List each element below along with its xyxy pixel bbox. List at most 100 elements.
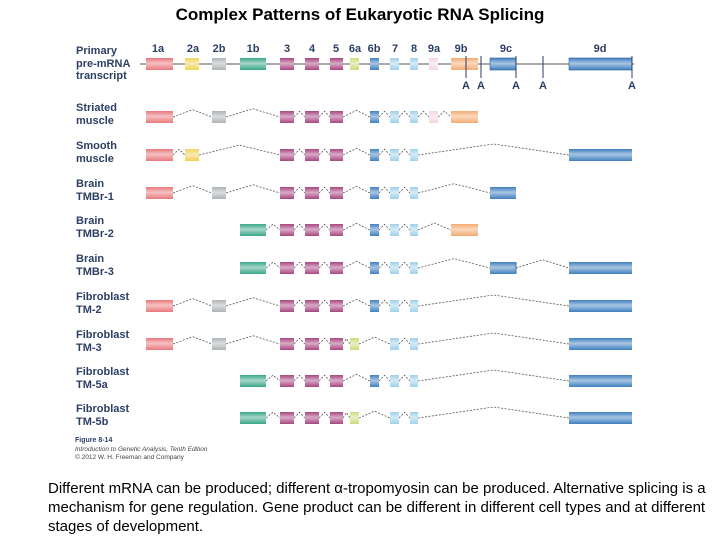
exon-6b-row-4 bbox=[370, 224, 379, 236]
exon-3-row-3 bbox=[280, 187, 294, 199]
row-label: Brain TMBr-1 bbox=[76, 178, 114, 203]
splice-junction bbox=[417, 332, 570, 345]
exon-1a-row-2 bbox=[146, 149, 173, 161]
exon-label-9b: 9b bbox=[455, 43, 468, 55]
splice-junction bbox=[172, 185, 213, 194]
exon-1b-row-4 bbox=[240, 224, 266, 236]
splice-junction bbox=[398, 186, 411, 194]
splice-junction bbox=[265, 411, 281, 419]
exon-5-row-7 bbox=[330, 338, 343, 350]
splice-junction bbox=[225, 108, 281, 118]
exon-1b-row-5 bbox=[240, 262, 266, 274]
exon-label-9a: 9a bbox=[428, 43, 441, 55]
exon-8-row-6 bbox=[410, 300, 418, 312]
splice-junction bbox=[342, 260, 371, 269]
splice-junction bbox=[342, 298, 371, 307]
splice-junction bbox=[398, 223, 411, 231]
exon-6b-row-6 bbox=[370, 300, 379, 312]
splice-junction bbox=[198, 144, 281, 156]
splice-junction bbox=[515, 259, 570, 269]
splice-junction bbox=[318, 148, 331, 156]
splice-junction bbox=[318, 186, 331, 194]
exon-8-row-7 bbox=[410, 338, 418, 350]
splice-junction bbox=[378, 223, 391, 231]
splice-junction bbox=[417, 143, 570, 156]
exon-7-row-7 bbox=[390, 338, 399, 350]
splice-junction bbox=[437, 110, 452, 118]
exon-8-row-9 bbox=[410, 412, 418, 424]
exon-4-row-5 bbox=[305, 262, 319, 274]
exon-9b-row-1 bbox=[451, 111, 478, 123]
exon-1a-row-3 bbox=[146, 187, 173, 199]
splice-junction bbox=[293, 148, 306, 156]
exon-4-row-8 bbox=[305, 375, 319, 387]
exon-4-row-1 bbox=[305, 111, 319, 123]
exon-2b-row-0 bbox=[212, 58, 226, 70]
exon-8-row-3 bbox=[410, 187, 418, 199]
exon-8-row-0 bbox=[410, 58, 418, 70]
splice-junction bbox=[378, 110, 391, 118]
exon-6b-row-8 bbox=[370, 375, 379, 387]
polya-label: A bbox=[539, 80, 547, 92]
row-label: Smooth muscle bbox=[76, 140, 117, 165]
splice-junction bbox=[293, 261, 306, 269]
row-label: Fibroblast TM-3 bbox=[76, 329, 130, 354]
splice-junction bbox=[342, 109, 371, 118]
polya-label: A bbox=[512, 80, 520, 92]
polya-label: A bbox=[462, 80, 470, 92]
exon-4-row-3 bbox=[305, 187, 319, 199]
splice-junction bbox=[342, 185, 371, 194]
exon-5-row-0 bbox=[330, 58, 343, 70]
splice-junction bbox=[358, 336, 391, 345]
splice-junction bbox=[417, 183, 491, 194]
row-label: Brain TMBr-3 bbox=[76, 253, 114, 278]
splice-junction bbox=[265, 223, 281, 231]
exon-1a-row-6 bbox=[146, 300, 173, 312]
exon-9c-row-0 bbox=[490, 58, 516, 70]
exon-7-row-1 bbox=[390, 111, 399, 123]
exon-1b-row-9 bbox=[240, 412, 266, 424]
splice-junction bbox=[293, 374, 306, 382]
exon-4-row-2 bbox=[305, 149, 319, 161]
splice-junction bbox=[293, 110, 306, 118]
exon-9d-row-5 bbox=[569, 262, 632, 274]
exon-5-row-8 bbox=[330, 375, 343, 387]
row-label: Fibroblast TM-5b bbox=[76, 403, 130, 428]
splice-junction bbox=[398, 261, 411, 269]
row-label: Fibroblast TM-2 bbox=[76, 291, 130, 316]
exon-8-row-4 bbox=[410, 224, 418, 236]
copyright: © 2012 W. H. Freeman and Company bbox=[75, 454, 184, 461]
exon-label-1b: 1b bbox=[247, 43, 260, 55]
exon-1b-row-0 bbox=[240, 58, 266, 70]
exon-5-row-5 bbox=[330, 262, 343, 274]
exon-4-row-9 bbox=[305, 412, 319, 424]
exon-5-row-6 bbox=[330, 300, 343, 312]
splice-junction bbox=[318, 374, 331, 382]
splice-junction bbox=[318, 261, 331, 269]
splice-junction bbox=[318, 337, 331, 345]
row-label: Primary pre-mRNA transcript bbox=[76, 45, 131, 82]
splice-junction bbox=[417, 294, 570, 307]
exon-3-row-5 bbox=[280, 262, 294, 274]
exon-9c-row-5 bbox=[490, 262, 516, 274]
exon-6a-row-9 bbox=[350, 412, 359, 424]
splice-junction bbox=[342, 147, 371, 156]
splice-junction bbox=[378, 299, 391, 307]
splice-junction bbox=[172, 109, 213, 118]
exon-5-row-2 bbox=[330, 149, 343, 161]
exon-label-1a: 1a bbox=[152, 43, 165, 55]
exon-9d-row-7 bbox=[569, 338, 632, 350]
exon-1a-row-7 bbox=[146, 338, 173, 350]
exon-7-row-6 bbox=[390, 300, 399, 312]
splice-junction bbox=[293, 299, 306, 307]
splice-junction bbox=[378, 148, 391, 156]
polya-label: A bbox=[628, 80, 636, 92]
row-label: Striated muscle bbox=[76, 102, 117, 127]
splice-junction bbox=[378, 186, 391, 194]
splice-junction bbox=[398, 374, 411, 382]
exon-4-row-6 bbox=[305, 300, 319, 312]
splice-junction bbox=[417, 406, 570, 419]
splice-junction bbox=[398, 110, 411, 118]
exon-label-3: 3 bbox=[284, 43, 290, 55]
exon-6b-row-0 bbox=[370, 58, 379, 70]
